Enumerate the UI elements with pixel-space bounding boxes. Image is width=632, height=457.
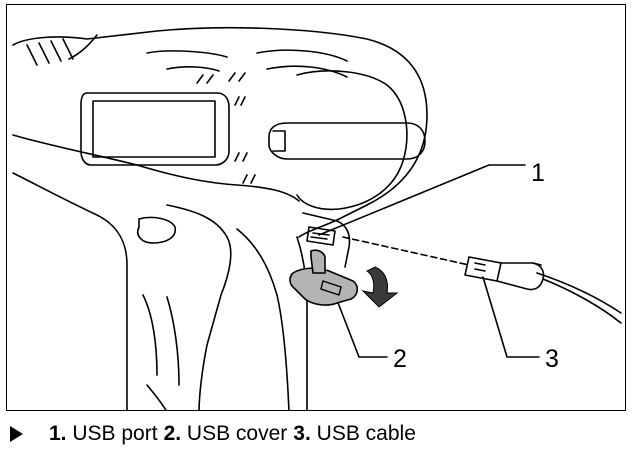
usb-dashed-guide [342,236,470,266]
caption-item-usb-cable: 3. USB cable [293,422,416,446]
figure-caption: 1. USB port 2. USB cover 3. USB cable [10,418,622,450]
drill-body-lower-edge [12,134,300,202]
caption-label: USB cover [186,422,288,445]
selector-lever [268,122,426,160]
caption-number: 3. [293,422,311,445]
drill-illustration: 1 2 3 [12,26,622,410]
callout-2: 2 [393,345,407,373]
usb-cable [542,278,622,324]
caption-label: USB port [72,422,158,445]
caption-item-usb-cover: 2. USB cover [164,422,288,446]
leader-line-1 [318,164,526,236]
caption-label: USB cable [316,422,416,445]
leader-line-3 [482,276,540,358]
usb-port [306,226,336,246]
callout-1: 1 [531,159,545,187]
selector-knob [296,70,408,211]
vent-slits [196,72,256,184]
drill-body-outline [12,26,428,238]
chuck-ridges [26,38,74,66]
handle-outline [12,172,128,410]
caption-number: 1. [49,422,67,445]
figure-frame: 1 2 3 [6,4,626,411]
leader-line-2 [334,294,388,358]
vent-window [80,92,230,166]
rotate-down-arrow-icon [361,266,399,308]
caption-number: 2. [163,422,182,445]
right-triangle-icon [10,426,23,442]
usb-port-housing [302,212,351,268]
caption-item-usb-port: 1. USB port [49,422,158,446]
callout-3: 3 [545,345,559,373]
